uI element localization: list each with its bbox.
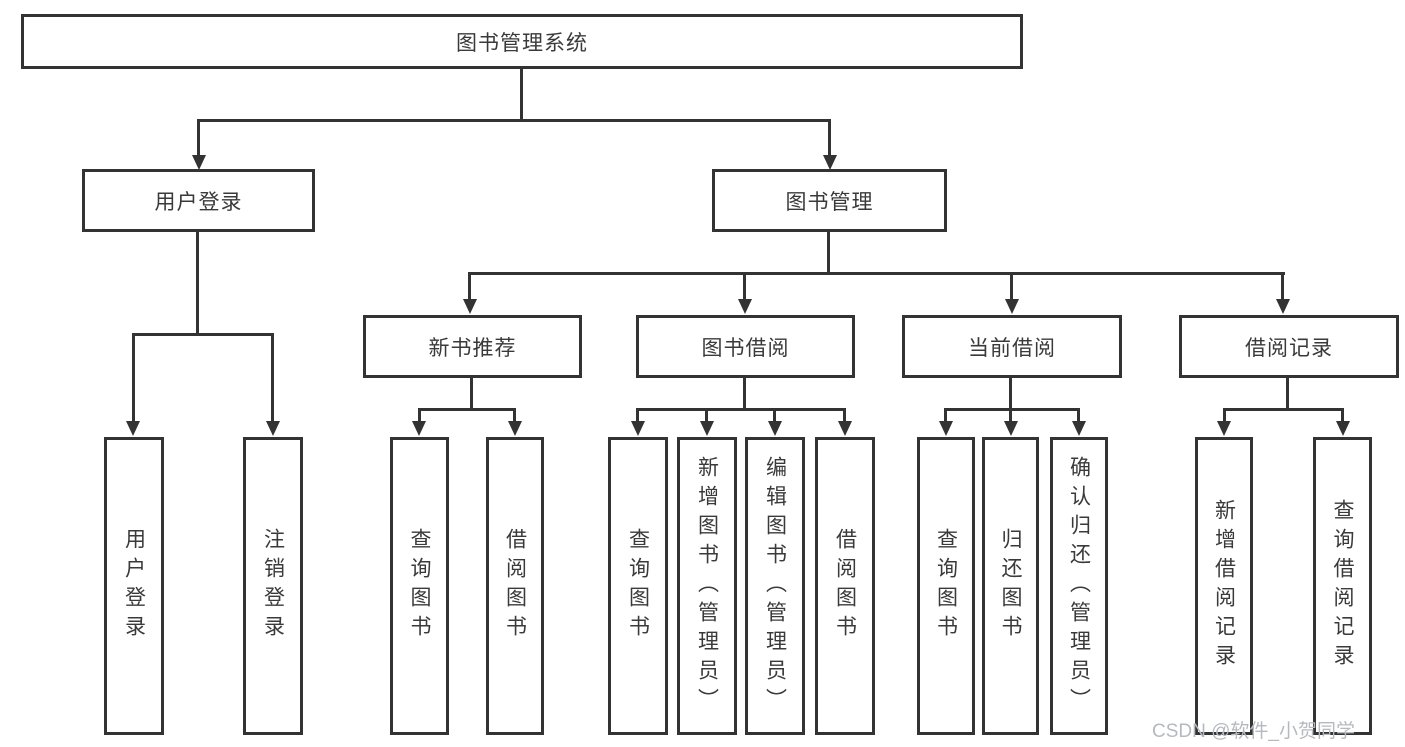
connector-leaf-stem <box>773 408 776 422</box>
connector-leaf-stem <box>418 408 421 422</box>
connector-rail <box>944 408 1080 411</box>
arrowhead-leaf <box>838 421 852 436</box>
node-label: 用户登录 <box>154 190 243 214</box>
arrowhead-leaf <box>1217 421 1231 436</box>
arrowhead-leaf <box>1004 421 1018 436</box>
connector-leaf-stem <box>705 408 708 422</box>
connector-leaf-stem <box>1009 408 1012 422</box>
leaf-label: 借阅图书 <box>503 528 527 644</box>
arrowhead-leaf <box>412 421 426 436</box>
arrowhead-borrow-records <box>1276 299 1290 314</box>
node-label: 新书推荐 <box>428 336 517 360</box>
leaf-label: 编辑图书（管理员） <box>763 455 787 717</box>
node-label: 图书借阅 <box>701 336 790 360</box>
connector-level2-rail <box>469 272 1285 275</box>
arrowhead-leaf <box>768 421 782 436</box>
connector-rail <box>636 408 846 411</box>
node-new-book-recommend: 新书推荐 <box>363 315 582 378</box>
leaf-label: 查询图书 <box>626 528 650 644</box>
arrowhead-new-books <box>463 299 477 314</box>
arrowhead-leaf <box>1336 421 1350 436</box>
node-library-management-system: 图书管理系统 <box>21 14 1023 69</box>
connector-book-mgmt-stem <box>828 119 831 156</box>
node-book-management: 图书管理 <box>712 169 947 232</box>
connector-down <box>743 378 746 410</box>
arrowhead-leaf <box>1072 421 1086 436</box>
arrowhead-leaf <box>939 421 953 436</box>
leaf-edit-books-admin: 编辑图书（管理员） <box>745 437 805 735</box>
connector-leaf-stem <box>1281 272 1284 300</box>
leaf-label: 借阅图书 <box>833 528 857 644</box>
connector-leaf-stem <box>1341 408 1344 422</box>
leaf-label: 新增图书（管理员） <box>695 455 719 717</box>
connector-rail <box>1223 408 1343 411</box>
arrowhead-leaf <box>700 421 714 436</box>
leaf-borrow-books-recommend: 借阅图书 <box>486 437 544 735</box>
arrowhead-leaf <box>631 421 645 436</box>
csdn-watermark: CSDN @软件_小贺同学 <box>1152 721 1355 742</box>
leaf-label: 查询图书 <box>408 528 431 644</box>
leaf-query-books-current: 查询图书 <box>917 437 975 735</box>
leaf-query-borrow-record: 查询借阅记录 <box>1313 437 1372 735</box>
node-label: 当前借阅 <box>968 336 1056 360</box>
leaf-add-borrow-record: 新增借阅记录 <box>1195 437 1253 735</box>
connector-leaf-stem <box>513 408 516 422</box>
leaf-label: 归还图书 <box>999 528 1022 644</box>
connector-leaf-stem <box>1010 272 1013 300</box>
leaf-query-books-borrowing: 查询图书 <box>608 437 668 735</box>
connector-leaf-stem <box>468 272 471 300</box>
node-borrowing-records: 借阅记录 <box>1179 315 1399 378</box>
arrowhead-book-mgmt <box>823 155 837 170</box>
leaf-query-books-recommend: 查询图书 <box>390 437 449 735</box>
connector-leaf-stem <box>843 408 846 422</box>
connector-book-mgmt-down <box>827 232 830 274</box>
leaf-logout: 注销登录 <box>243 437 303 735</box>
connector-leaf-stem <box>636 408 639 422</box>
arrowhead-leaf <box>126 421 140 436</box>
leaf-confirm-return-admin: 确认归还（管理员） <box>1050 437 1108 735</box>
connector-down <box>470 378 473 410</box>
connector-level1-rail <box>198 119 831 122</box>
leaf-label: 注销登录 <box>261 528 285 644</box>
node-label: 借阅记录 <box>1245 336 1333 360</box>
leaf-borrow-books: 借阅图书 <box>815 437 875 735</box>
connector-leaf-stem <box>1223 408 1226 422</box>
leaf-add-books-admin: 新增图书（管理员） <box>677 437 737 735</box>
leaf-user-login: 用户登录 <box>104 437 164 735</box>
connector-user-login-stem <box>197 119 200 156</box>
node-book-borrowing: 图书借阅 <box>636 315 855 378</box>
node-label: 图书管理系统 <box>456 31 588 55</box>
connector-root-stub <box>520 68 523 120</box>
arrowhead-leaf <box>508 421 522 436</box>
leaf-label: 查询图书 <box>934 528 958 644</box>
connector-leaf-stem <box>271 333 274 422</box>
leaf-label: 确认归还（管理员） <box>1067 455 1091 717</box>
connector-down <box>1009 378 1012 410</box>
connector-user-login-down <box>196 232 199 334</box>
connector-leaf-stem <box>944 408 947 422</box>
arrowhead-leaf <box>266 421 280 436</box>
leaf-label: 查询借阅记录 <box>1331 499 1354 673</box>
arrowhead-user-login <box>192 155 206 170</box>
node-current-borrowing: 当前借阅 <box>902 315 1122 378</box>
connector-leaf-stem <box>132 333 135 422</box>
node-user-login: 用户登录 <box>82 169 315 232</box>
leaf-label: 用户登录 <box>122 528 146 644</box>
connector-leaf-stem <box>743 272 746 300</box>
leaf-label: 新增借阅记录 <box>1212 499 1236 673</box>
arrowhead-book-borrow <box>738 299 752 314</box>
connector-down <box>1286 378 1289 410</box>
connector-user-login-rail <box>132 333 273 336</box>
arrowhead-current-borrow <box>1005 299 1019 314</box>
connector-leaf-stem <box>1077 408 1080 422</box>
node-label: 图书管理 <box>785 190 874 214</box>
connector-rail <box>418 408 516 411</box>
leaf-return-books: 归还图书 <box>982 437 1039 735</box>
